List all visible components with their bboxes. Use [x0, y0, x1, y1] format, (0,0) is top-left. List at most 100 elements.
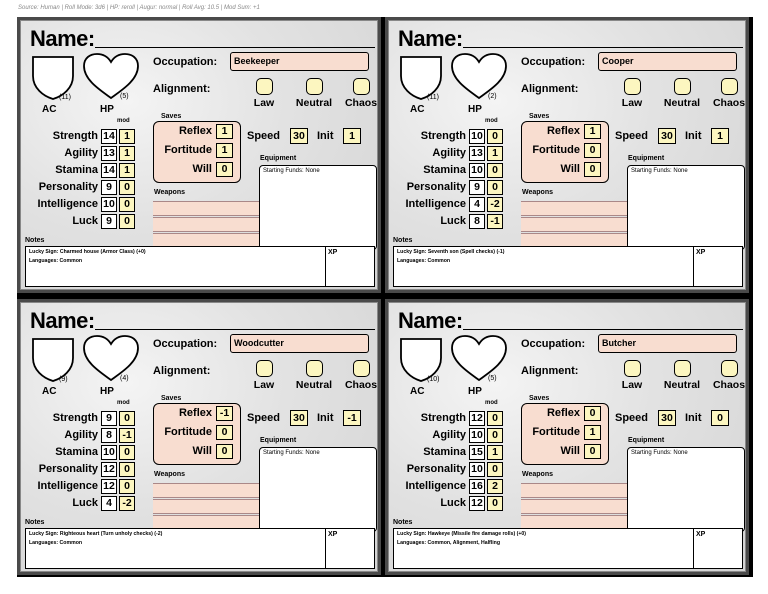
speed-value[interactable]: 30 — [290, 128, 308, 144]
attribute-modifier[interactable]: 0 — [487, 428, 503, 443]
attribute-modifier[interactable]: 0 — [487, 163, 503, 178]
weapon-slot[interactable] — [153, 483, 259, 498]
name-field[interactable] — [463, 47, 743, 48]
attribute-value[interactable]: 12 — [101, 462, 117, 477]
attribute-modifier[interactable]: 1 — [487, 146, 503, 161]
attribute-modifier[interactable]: 0 — [119, 479, 135, 494]
weapon-slot[interactable] — [521, 483, 627, 498]
attribute-modifier[interactable]: 0 — [119, 180, 135, 195]
attribute-value[interactable]: 10 — [469, 163, 485, 178]
speed-value[interactable]: 30 — [658, 410, 676, 426]
occupation-field[interactable]: Woodcutter — [230, 334, 369, 353]
attribute-modifier[interactable]: 0 — [119, 462, 135, 477]
alignment-chaos-checkbox[interactable] — [353, 78, 370, 95]
will-value[interactable]: 0 — [584, 162, 601, 177]
attribute-modifier[interactable]: 2 — [487, 479, 503, 494]
fortitude-value[interactable]: 1 — [584, 425, 601, 440]
attribute-value[interactable]: 8 — [469, 214, 485, 229]
attribute-modifier[interactable]: 0 — [487, 496, 503, 511]
attribute-value[interactable]: 10 — [101, 445, 117, 460]
reflex-value[interactable]: 1 — [216, 124, 233, 139]
attribute-value[interactable]: 4 — [469, 197, 485, 212]
occupation-field[interactable]: Cooper — [598, 52, 737, 71]
attribute-value[interactable]: 14 — [101, 163, 117, 178]
reflex-value[interactable]: 0 — [584, 406, 601, 421]
reflex-value[interactable]: -1 — [216, 406, 233, 421]
attribute-value[interactable]: 10 — [469, 428, 485, 443]
attribute-value[interactable]: 12 — [101, 479, 117, 494]
attribute-value[interactable]: 13 — [101, 146, 117, 161]
attribute-modifier[interactable]: 1 — [119, 129, 135, 144]
attribute-modifier[interactable]: 0 — [487, 411, 503, 426]
equipment-field[interactable]: Starting Funds: None — [259, 447, 377, 532]
attribute-value[interactable]: 10 — [101, 197, 117, 212]
name-field[interactable] — [95, 47, 375, 48]
weapon-slot[interactable] — [153, 217, 259, 232]
attribute-value[interactable]: 15 — [469, 445, 485, 460]
attribute-modifier[interactable]: -1 — [119, 428, 135, 443]
attribute-modifier[interactable]: 1 — [119, 163, 135, 178]
init-value[interactable]: 1 — [711, 128, 729, 144]
fortitude-value[interactable]: 0 — [584, 143, 601, 158]
attribute-value[interactable]: 9 — [101, 214, 117, 229]
alignment-neutral-checkbox[interactable] — [306, 78, 323, 95]
will-value[interactable]: 0 — [216, 162, 233, 177]
speed-value[interactable]: 30 — [290, 410, 308, 426]
attribute-modifier[interactable]: 0 — [487, 129, 503, 144]
attribute-value[interactable]: 16 — [469, 479, 485, 494]
attribute-value[interactable]: 9 — [469, 180, 485, 195]
attribute-value[interactable]: 9 — [101, 411, 117, 426]
attribute-modifier[interactable]: 1 — [119, 146, 135, 161]
attribute-value[interactable]: 9 — [101, 180, 117, 195]
attribute-modifier[interactable]: -2 — [487, 197, 503, 212]
notes-field[interactable] — [25, 246, 375, 287]
attribute-modifier[interactable]: 0 — [487, 180, 503, 195]
fortitude-value[interactable]: 1 — [216, 143, 233, 158]
occupation-field[interactable]: Beekeeper — [230, 52, 369, 71]
alignment-neutral-checkbox[interactable] — [306, 360, 323, 377]
alignment-law-checkbox[interactable] — [624, 360, 641, 377]
equipment-field[interactable]: Starting Funds: None — [259, 165, 377, 250]
init-value[interactable]: 0 — [711, 410, 729, 426]
alignment-chaos-checkbox[interactable] — [721, 78, 738, 95]
alignment-neutral-checkbox[interactable] — [674, 360, 691, 377]
fortitude-value[interactable]: 0 — [216, 425, 233, 440]
attribute-modifier[interactable]: 1 — [487, 445, 503, 460]
alignment-law-checkbox[interactable] — [624, 78, 641, 95]
weapon-slot[interactable] — [521, 499, 627, 514]
name-field[interactable] — [463, 329, 743, 330]
occupation-field[interactable]: Butcher — [598, 334, 737, 353]
weapon-slot[interactable] — [153, 201, 259, 216]
alignment-chaos-checkbox[interactable] — [353, 360, 370, 377]
init-value[interactable]: 1 — [343, 128, 361, 144]
notes-field[interactable] — [393, 528, 743, 569]
alignment-chaos-checkbox[interactable] — [721, 360, 738, 377]
attribute-value[interactable]: 10 — [469, 462, 485, 477]
notes-field[interactable] — [393, 246, 743, 287]
attribute-value[interactable]: 14 — [101, 129, 117, 144]
weapon-slot[interactable] — [521, 217, 627, 232]
attribute-modifier[interactable]: 0 — [119, 197, 135, 212]
attribute-modifier[interactable]: 0 — [119, 445, 135, 460]
speed-value[interactable]: 30 — [658, 128, 676, 144]
weapon-slot[interactable] — [153, 499, 259, 514]
attribute-value[interactable]: 8 — [101, 428, 117, 443]
attribute-value[interactable]: 12 — [469, 496, 485, 511]
attribute-modifier[interactable]: 0 — [119, 214, 135, 229]
will-value[interactable]: 0 — [584, 444, 601, 459]
attribute-modifier[interactable]: -1 — [487, 214, 503, 229]
attribute-modifier[interactable]: 0 — [119, 411, 135, 426]
weapon-slot[interactable] — [521, 201, 627, 216]
init-value[interactable]: -1 — [343, 410, 361, 426]
attribute-value[interactable]: 12 — [469, 411, 485, 426]
reflex-value[interactable]: 1 — [584, 124, 601, 139]
alignment-law-checkbox[interactable] — [256, 360, 273, 377]
notes-field[interactable] — [25, 528, 375, 569]
alignment-law-checkbox[interactable] — [256, 78, 273, 95]
equipment-field[interactable]: Starting Funds: None — [627, 165, 745, 250]
equipment-field[interactable]: Starting Funds: None — [627, 447, 745, 532]
name-field[interactable] — [95, 329, 375, 330]
attribute-modifier[interactable]: -2 — [119, 496, 135, 511]
alignment-neutral-checkbox[interactable] — [674, 78, 691, 95]
attribute-value[interactable]: 10 — [469, 129, 485, 144]
